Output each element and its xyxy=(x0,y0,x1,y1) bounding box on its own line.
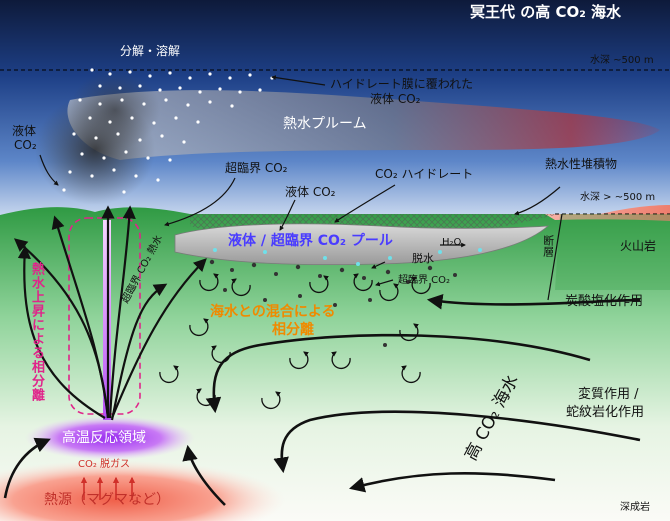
label-liquid-co2-mid: 液体 CO₂ xyxy=(285,185,336,199)
sediment-layer xyxy=(545,205,670,221)
label-h2o: H₂O xyxy=(442,237,462,248)
label-degassing: CO₂ 脱ガス xyxy=(78,459,131,470)
label-fault: 断層 xyxy=(541,235,555,257)
label-high-temp-zone: 高温反応領域 xyxy=(62,430,146,446)
label-decompose: 分解・溶解 xyxy=(120,44,181,58)
label-depth-gt500: 水深 > ~500 m xyxy=(580,192,656,203)
label-liquid-co2-left-1: 液体 xyxy=(12,124,37,138)
label-plutonic-rock: 深成岩 xyxy=(620,502,650,513)
label-alteration-1: 変質作用 / xyxy=(578,387,639,402)
label-volcanic-rock: 火山岩 xyxy=(620,239,657,253)
label-mixing-1: 海水との混合による xyxy=(210,304,336,320)
label-supercritical-small: 超臨界 CO₂ xyxy=(398,275,451,286)
droplet-field xyxy=(62,68,274,194)
label-supercritical-co2: 超臨界 CO₂ xyxy=(225,161,288,175)
label-co2-hydrate: CO₂ ハイドレート xyxy=(375,167,474,181)
label-alteration-2: 蛇紋岩化作用 xyxy=(566,405,645,420)
label-plume: 熱水プルーム xyxy=(283,116,367,132)
diagram-title: 冥王代 の高 CO₂ 海水 xyxy=(470,3,621,21)
label-co2-pool: 液体 / 超臨界 CO₂ プール xyxy=(228,233,393,249)
label-hydrate-film-1: ハイドレート膜に覆われた xyxy=(330,77,474,91)
label-depth-500: 水深 ~500 m xyxy=(590,55,654,66)
label-heat-source: 熱源（マグマなど） xyxy=(44,492,170,508)
label-liquid-co2-left-2: CO₂ xyxy=(14,138,37,152)
co2-pool xyxy=(174,223,550,266)
hydrothermal-plume xyxy=(67,90,660,160)
label-mixing-2: 相分離 xyxy=(272,322,314,338)
heat-source xyxy=(0,460,285,521)
label-carbonation: 炭酸塩化作用 xyxy=(565,294,644,309)
label-vertical-phase-separation: 熱水上昇による相分離 xyxy=(28,262,44,402)
high-temp-zone xyxy=(25,416,195,460)
label-hydrate-film-2: 液体 CO₂ xyxy=(370,92,421,106)
label-hydrothermal-sediment: 熱水性堆積物 xyxy=(545,157,618,171)
bubbles xyxy=(209,248,482,347)
label-dehydration: 脱水 xyxy=(412,252,434,265)
fault-line xyxy=(547,213,563,301)
